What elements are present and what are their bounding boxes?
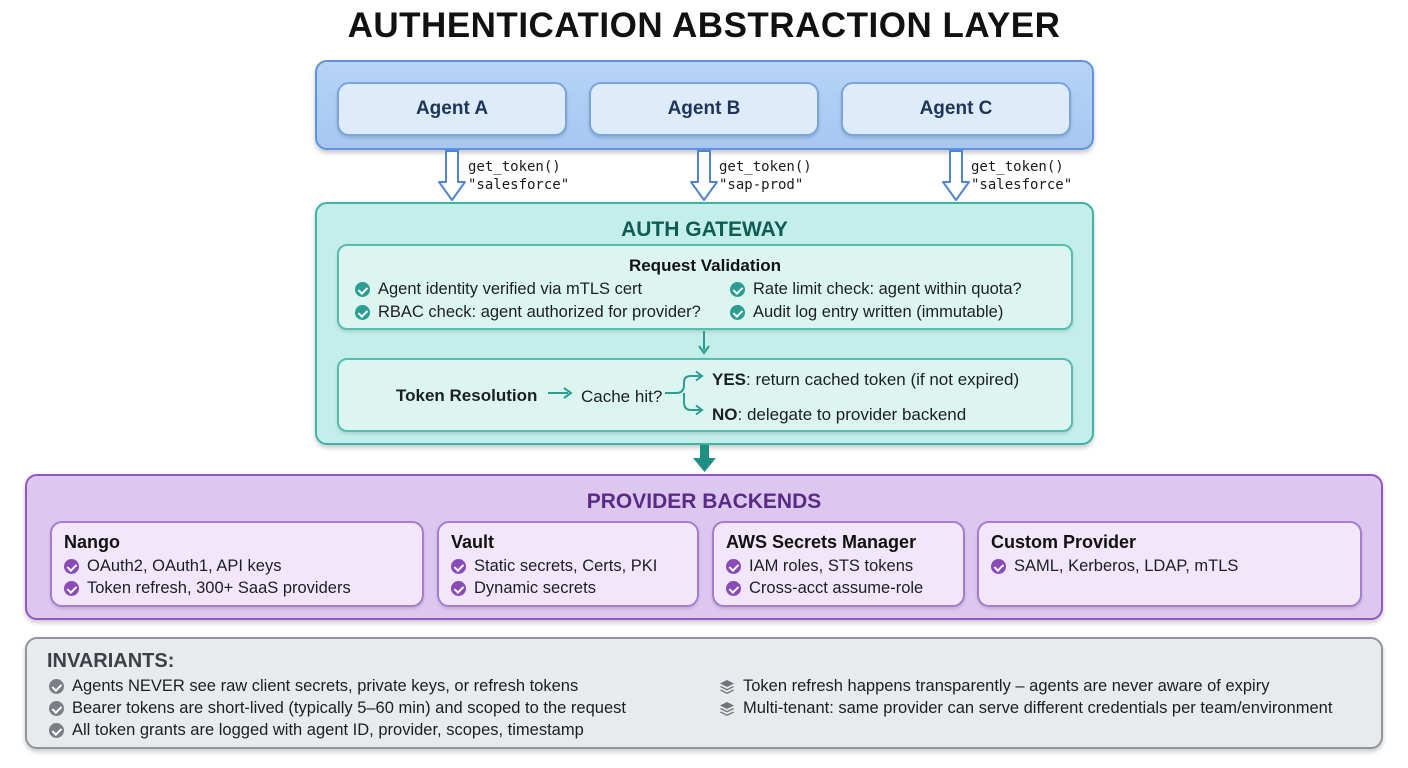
- provider-name: Nango: [64, 532, 120, 552]
- check-circle-icon: [451, 581, 466, 596]
- agent-a-arrow: [438, 150, 466, 201]
- cache-no-branch: NO: delegate to provider backend: [712, 405, 966, 425]
- feature-text: Token refresh, 300+ SaaS providers: [87, 579, 351, 597]
- no-text: : delegate to provider backend: [737, 405, 967, 424]
- call-fn: get_token(): [719, 159, 812, 175]
- check-circle-icon: [64, 581, 79, 596]
- validation-check-item: Rate limit check: agent within quota?: [730, 280, 1022, 299]
- invariant-text: Token refresh happens transparently – ag…: [743, 677, 1270, 695]
- check-circle-icon: [726, 581, 741, 596]
- provider-feature: OAuth2, OAuth1, API keys: [64, 557, 281, 576]
- invariant-text: All token grants are logged with agent I…: [72, 721, 584, 739]
- check-circle-icon: [991, 559, 1006, 574]
- cache-hit-question: Cache hit?: [581, 387, 663, 406]
- feature-text: SAML, Kerberos, LDAP, mTLS: [1014, 557, 1239, 575]
- layers-icon: [720, 702, 734, 716]
- validation-check-item: Audit log entry written (immutable): [730, 303, 1003, 322]
- agent-b-arrow: [690, 150, 718, 201]
- request-validation-box: Request Validation Agent identity verifi…: [337, 244, 1073, 330]
- check-circle-icon: [355, 305, 370, 320]
- yes-key: YES: [712, 370, 747, 389]
- provider-vault[interactable]: Vault Static secrets, Certs, PKI Dynamic…: [437, 521, 699, 607]
- cache-yes-branch: YES: return cached token (if not expired…: [712, 370, 1019, 390]
- token-resolution-box: Token Resolution Cache hit? YES: return …: [337, 358, 1073, 432]
- provider-name: Custom Provider: [991, 532, 1137, 552]
- call-arg: "sap-prod": [719, 177, 804, 193]
- check-circle-icon: [726, 559, 741, 574]
- layers-icon: [720, 680, 734, 694]
- call-fn: get_token(): [468, 159, 561, 175]
- provider-backends: PROVIDER BACKENDS Nango OAuth2, OAuth1, …: [25, 474, 1383, 620]
- agent-c-call: get_token() "salesforce": [971, 158, 1072, 194]
- feature-text: IAM roles, STS tokens: [749, 557, 914, 575]
- validation-check-item: RBAC check: agent authorized for provide…: [355, 303, 701, 322]
- agent-a-box[interactable]: Agent A: [337, 82, 567, 136]
- invariants-panel: INVARIANTS: Agents NEVER see raw client …: [25, 637, 1383, 749]
- feature-text: Dynamic secrets: [474, 579, 596, 597]
- agent-b-box[interactable]: Agent B: [589, 82, 819, 136]
- provider-feature: Dynamic secrets: [451, 579, 596, 598]
- invariant-item: Bearer tokens are short-lived (typically…: [49, 699, 626, 718]
- check-text: RBAC check: agent authorized for provide…: [378, 303, 701, 321]
- invariant-text: Bearer tokens are short-lived (typically…: [72, 699, 626, 717]
- check-circle-icon: [49, 723, 64, 738]
- invariant-item: Token refresh happens transparently – ag…: [719, 677, 1269, 696]
- agent-a-call: get_token() "salesforce": [468, 158, 569, 194]
- check-circle-icon: [730, 282, 745, 297]
- token-resolution-label: Token Resolution: [396, 386, 538, 405]
- gateway-title: AUTH GATEWAY: [621, 218, 788, 241]
- check-circle-icon: [49, 701, 64, 716]
- invariant-item: All token grants are logged with agent I…: [49, 721, 584, 740]
- gateway-to-providers-arrow: [693, 445, 716, 472]
- agents-band: Agent A Agent B Agent C: [315, 60, 1094, 150]
- provider-nango[interactable]: Nango OAuth2, OAuth1, API keys Token ref…: [50, 521, 424, 607]
- providers-title: PROVIDER BACKENDS: [586, 490, 822, 513]
- call-fn: get_token(): [971, 159, 1064, 175]
- validation-title: Request Validation: [628, 256, 782, 275]
- agent-b-call: get_token() "sap-prod": [719, 158, 812, 194]
- yes-text: : return cached token (if not expired): [746, 370, 1020, 389]
- invariant-item: Multi-tenant: same provider can serve di…: [719, 699, 1332, 718]
- check-text: Rate limit check: agent within quota?: [753, 280, 1022, 298]
- call-arg: "salesforce": [468, 177, 570, 193]
- call-arg: "salesforce": [971, 177, 1073, 193]
- agent-c-arrow: [942, 150, 970, 201]
- check-circle-icon: [355, 282, 370, 297]
- check-circle-icon: [64, 559, 79, 574]
- provider-feature: IAM roles, STS tokens: [726, 557, 913, 576]
- invariant-text: Agents NEVER see raw client secrets, pri…: [72, 677, 579, 695]
- no-key: NO: [712, 405, 738, 424]
- check-text: Agent identity verified via mTLS cert: [378, 280, 643, 298]
- provider-feature: SAML, Kerberos, LDAP, mTLS: [991, 557, 1238, 576]
- provider-aws-secrets-manager[interactable]: AWS Secrets Manager IAM roles, STS token…: [712, 521, 965, 607]
- check-circle-icon: [49, 679, 64, 694]
- check-text: Audit log entry written (immutable): [753, 303, 1004, 321]
- provider-feature: Cross-acct assume-role: [726, 579, 923, 598]
- provider-name: Vault: [451, 532, 495, 552]
- feature-text: OAuth2, OAuth1, API keys: [87, 557, 282, 575]
- auth-gateway: AUTH GATEWAY Request Validation Agent id…: [315, 202, 1094, 445]
- provider-name: AWS Secrets Manager: [726, 532, 917, 552]
- invariant-item: Agents NEVER see raw client secrets, pri…: [49, 677, 578, 696]
- validation-check-item: Agent identity verified via mTLS cert: [355, 280, 642, 299]
- provider-feature: Token refresh, 300+ SaaS providers: [64, 579, 351, 598]
- feature-text: Cross-acct assume-role: [749, 579, 924, 597]
- diagram-title: AUTHENTICATION ABSTRACTION LAYER: [347, 6, 1061, 45]
- invariant-text: Multi-tenant: same provider can serve di…: [743, 699, 1333, 717]
- provider-custom[interactable]: Custom Provider SAML, Kerberos, LDAP, mT…: [977, 521, 1362, 607]
- provider-feature: Static secrets, Certs, PKI: [451, 557, 657, 576]
- agent-c-box[interactable]: Agent C: [841, 82, 1071, 136]
- check-circle-icon: [730, 305, 745, 320]
- feature-text: Static secrets, Certs, PKI: [474, 557, 658, 575]
- invariants-title: INVARIANTS:: [47, 650, 175, 672]
- check-circle-icon: [451, 559, 466, 574]
